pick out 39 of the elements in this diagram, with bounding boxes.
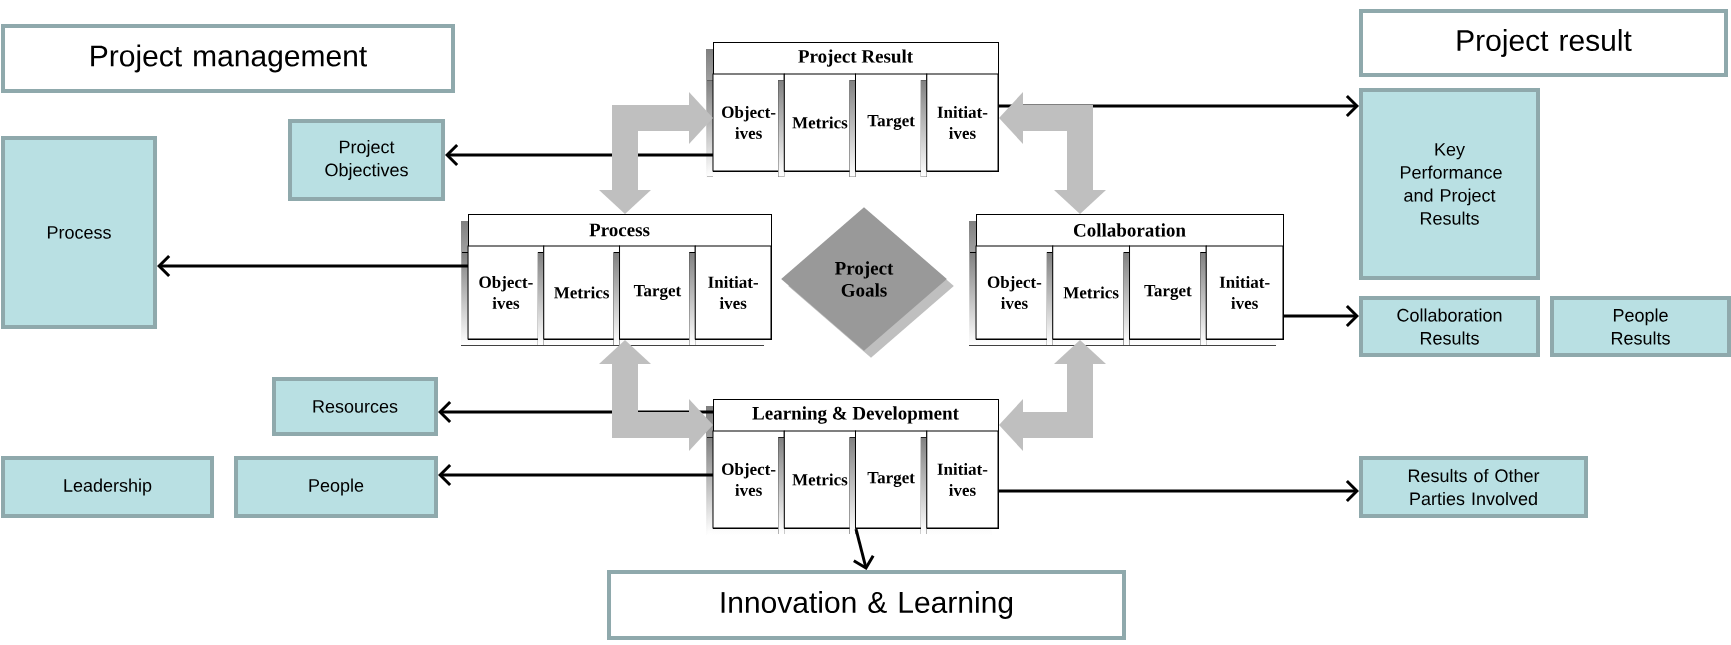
table-cell: Metrics: [778, 430, 857, 534]
text-box: Leadership: [1, 456, 214, 518]
arrow: [445, 143, 713, 167]
table-cell: Target: [1123, 245, 1207, 345]
arrow: [999, 479, 1359, 503]
block-arrow: [599, 92, 713, 214]
table-cell: Initiat- ives: [1200, 245, 1284, 345]
table-cell: Metrics: [1046, 245, 1130, 345]
table-cell: Initiat- ives: [920, 430, 999, 534]
arrow: [853, 528, 875, 570]
text-box: Project Objectives: [288, 119, 445, 201]
arrow: [157, 254, 468, 278]
text-box: Collaboration Results: [1359, 296, 1540, 357]
table-cell: Metrics: [778, 73, 857, 177]
table-cell: Object- ives: [707, 73, 785, 177]
arrow: [438, 463, 713, 487]
heading-box: Project result: [1359, 9, 1728, 77]
heading-box: Innovation & Learning: [607, 570, 1126, 640]
table-cell: Metrics: [537, 245, 620, 345]
table-cell: Object- ives: [462, 245, 545, 345]
block-arrow: [599, 340, 713, 451]
text-box: People: [234, 456, 438, 518]
table-cell: Target: [849, 73, 928, 177]
text-box: Resources: [272, 377, 438, 436]
text-box: People Results: [1550, 296, 1731, 357]
table-cell: Object- ives: [707, 430, 785, 534]
heading-box: Project management: [1, 24, 455, 93]
block-arrow: [999, 92, 1106, 214]
table-cell: Object- ives: [970, 245, 1054, 345]
text-box: Process: [1, 136, 157, 329]
text-box: Results of Other Parties Involved: [1359, 456, 1588, 518]
table-cell: Target: [849, 430, 928, 534]
arrow: [438, 400, 713, 424]
table-cell: Target: [613, 245, 696, 345]
table-cell: Initiat- ives: [920, 73, 999, 177]
text-box: Key Performance and Project Results: [1359, 88, 1540, 280]
arrow: [1284, 304, 1359, 328]
block-arrow: [999, 340, 1106, 451]
table-cell: Initiat- ives: [689, 245, 772, 345]
